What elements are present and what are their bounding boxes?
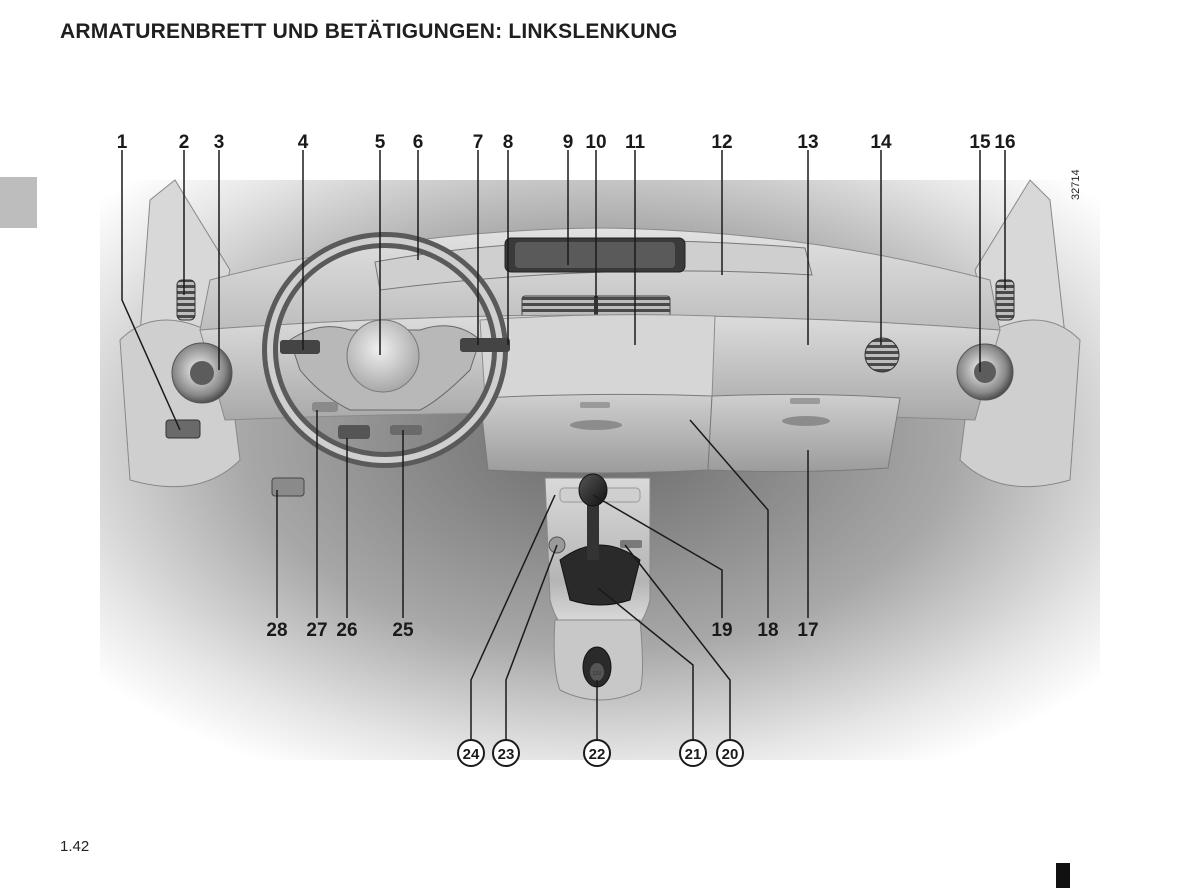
figure-reference-number: 32714 bbox=[1070, 169, 1082, 200]
callout-8: 8 bbox=[503, 132, 514, 153]
callout-11: 11 bbox=[625, 132, 646, 153]
cruise-control-switch bbox=[390, 425, 422, 435]
callout-15: 15 bbox=[969, 132, 991, 153]
leader-lines bbox=[121, 150, 1006, 740]
circled-callouts: 24 23 22 21 20 bbox=[457, 739, 744, 767]
glove-box bbox=[707, 393, 901, 473]
page-title: ARMATURENBRETT UND BETÄTIGUNGEN: LINKSLE… bbox=[60, 20, 678, 43]
passenger-airbag-vent bbox=[864, 337, 900, 373]
glove-box-handle bbox=[782, 416, 830, 426]
circle-24 bbox=[457, 739, 485, 767]
callout-16: 16 bbox=[994, 132, 1015, 153]
steering-wheel-hub bbox=[346, 319, 420, 393]
middle-callouts: 28 27 26 25 19 18 17 bbox=[266, 620, 818, 641]
power-socket-inner bbox=[590, 663, 604, 681]
callout-9: 9 bbox=[563, 132, 574, 153]
light-stalk bbox=[280, 340, 320, 354]
leader-19 bbox=[592, 494, 723, 618]
callout-21: 21 bbox=[685, 746, 702, 763]
ignition-switch bbox=[338, 425, 370, 439]
top-callouts: 1 2 3 4 5 6 7 8 9 10 11 12 13 14 15 16 bbox=[117, 132, 1016, 153]
callout-26: 26 bbox=[336, 620, 357, 641]
leader-24 bbox=[470, 494, 556, 740]
callout-2: 2 bbox=[179, 132, 190, 153]
glove-box-latch bbox=[790, 398, 820, 404]
callout-17: 17 bbox=[797, 620, 818, 641]
socket-label: 12V bbox=[593, 671, 603, 677]
left-round-vent-center bbox=[190, 361, 214, 385]
leader-20 bbox=[624, 544, 731, 740]
wiper-stalk bbox=[460, 338, 510, 352]
callout-20: 20 bbox=[722, 746, 739, 763]
storage-handle bbox=[570, 420, 622, 430]
window-switch-panel bbox=[165, 419, 201, 439]
bonnet-release bbox=[271, 477, 305, 497]
gear-boot bbox=[559, 544, 641, 606]
console-button-right bbox=[620, 540, 642, 548]
callout-18: 18 bbox=[757, 620, 778, 641]
callout-25: 25 bbox=[392, 620, 414, 641]
leader-21 bbox=[597, 587, 694, 740]
callout-3: 3 bbox=[214, 132, 225, 153]
leader-18 bbox=[689, 419, 769, 618]
circle-21 bbox=[679, 739, 707, 767]
page-number: 1.42 bbox=[60, 838, 90, 855]
right-round-vent-center bbox=[974, 361, 996, 383]
callout-22: 22 bbox=[589, 746, 606, 763]
storage-latch bbox=[580, 402, 610, 408]
callout-1: 1 bbox=[117, 132, 128, 153]
callout-23: 23 bbox=[498, 746, 515, 763]
page-corner-marker bbox=[1056, 863, 1070, 888]
callout-14: 14 bbox=[870, 132, 892, 153]
callout-24: 24 bbox=[463, 746, 480, 763]
instrument-display-screen bbox=[515, 242, 675, 268]
callout-28: 28 bbox=[266, 620, 287, 641]
callout-6: 6 bbox=[413, 132, 424, 153]
gear-knob bbox=[578, 473, 608, 507]
leader-23 bbox=[505, 544, 558, 740]
leader-1 bbox=[121, 150, 181, 431]
callout-19: 19 bbox=[711, 620, 732, 641]
callout-4: 4 bbox=[298, 132, 309, 153]
callout-7: 7 bbox=[473, 132, 484, 153]
height-adjust-lever bbox=[312, 402, 338, 412]
circle-20 bbox=[716, 739, 744, 767]
callout-13: 13 bbox=[797, 132, 818, 153]
callout-10: 10 bbox=[585, 132, 606, 153]
chapter-tab-marker bbox=[0, 177, 37, 228]
circle-23 bbox=[492, 739, 520, 767]
callout-12: 12 bbox=[711, 132, 732, 153]
callout-27: 27 bbox=[306, 620, 327, 641]
upper-storage-compartment bbox=[479, 314, 716, 399]
circle-22 bbox=[583, 739, 611, 767]
callout-5: 5 bbox=[375, 132, 386, 153]
gear-shaft bbox=[587, 505, 599, 560]
left-side-vent bbox=[176, 279, 196, 321]
